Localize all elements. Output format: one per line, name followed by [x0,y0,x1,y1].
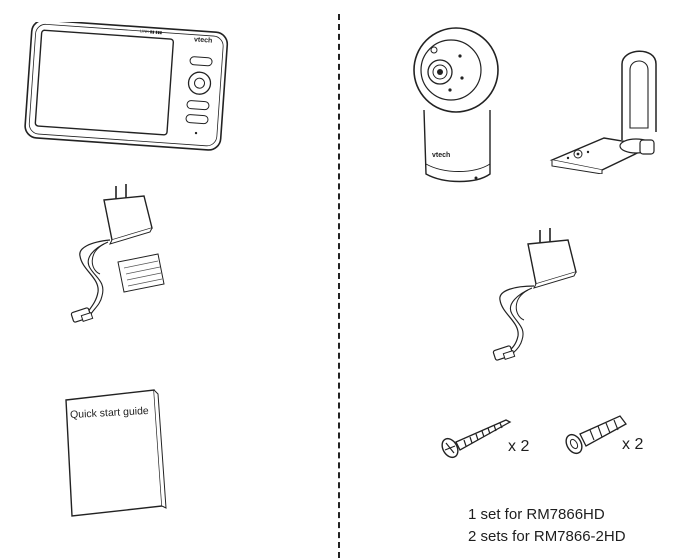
camera-brand-logo: vtech [432,152,451,159]
screw-illustration [441,419,512,459]
adapter-illustration [70,184,165,323]
camera-adapter-illustration [492,228,577,361]
parent-unit-monitor: vtech LINK ▮▮ ▮▮▮ [18,22,232,154]
baby-unit-camera: vtech [404,14,504,184]
screw-quantity: x 2 [508,438,530,455]
wall-mount-bracket [544,44,664,174]
monitor-power-adapter [60,178,180,338]
monitor-illustration [24,22,229,151]
set-count-line-double: 2 sets for RM7866-2HD [468,528,626,545]
set-count-line-single: 1 set for RM7866HD [468,506,605,523]
mounting-screw [438,412,518,462]
quick-start-guide: Quick start guide [62,386,168,518]
wall-anchor [562,410,632,458]
anchor-illustration [565,415,627,455]
set-count-notes: 1 set for RM7866HD 2 sets for RM7866-2HD [468,504,626,548]
monitor-brand-logo: vtech [193,36,213,45]
camera-illustration [413,27,499,183]
guide-booklet-illustration [65,389,167,517]
section-divider [338,14,340,558]
anchor-quantity: x 2 [622,436,644,453]
bracket-illustration [549,50,657,174]
camera-power-adapter [488,224,588,370]
